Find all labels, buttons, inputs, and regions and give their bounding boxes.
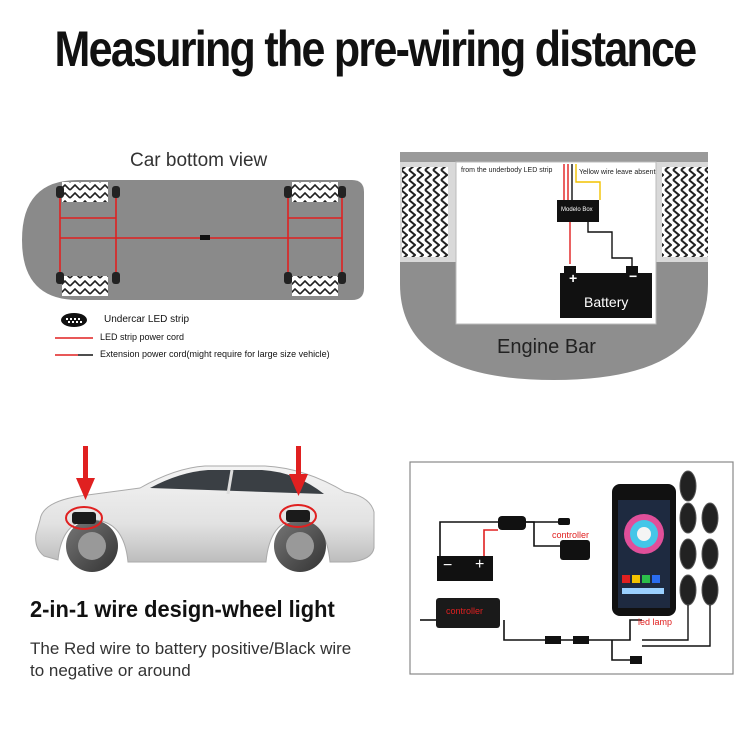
- kit-battery-minus: −: [443, 557, 453, 574]
- modelo-box: [557, 200, 599, 222]
- legend-label-power-cord: LED strip power cord: [100, 332, 185, 342]
- legend-label-led-strip: Undercar LED strip: [104, 314, 190, 325]
- engine-bar-diagram: [400, 152, 708, 380]
- top-controller-box: [498, 516, 526, 530]
- bottom-controller-box: [436, 598, 500, 628]
- wheel-well-front-left: [62, 182, 108, 202]
- engine-vent-left: [402, 167, 448, 257]
- led-lamp-label: led lamp: [638, 617, 673, 627]
- yellow-wire-label: Yellow wire leave absent: [579, 169, 656, 176]
- battery-label: Battery: [584, 294, 629, 310]
- page-title: Measuring the pre-wiring distance: [54, 21, 698, 77]
- engine-bar-label: Engine Bar: [497, 336, 596, 358]
- engine-vent-right: [662, 167, 708, 257]
- led-modules: [56, 186, 346, 284]
- controller-label-bottom: controller: [446, 606, 484, 616]
- battery-minus-sign: −: [629, 268, 638, 284]
- rear-wheel-light-highlight: [279, 504, 317, 528]
- from-underbody-label: from the underbody LED strip: [461, 167, 553, 174]
- legend: [55, 313, 93, 356]
- wheel-light-title: 2-in-1 wire design-wheel light: [30, 596, 335, 622]
- extension-connector: [200, 235, 210, 240]
- controller-label-top: controller: [552, 530, 590, 540]
- car-bottom-view-title: Car bottom view: [130, 150, 268, 171]
- wheel-well-rear-right: [292, 276, 338, 296]
- wheel-well-rear-left: [62, 276, 108, 296]
- battery-icon: [560, 273, 652, 318]
- front-wheel-light-highlight: [65, 506, 103, 530]
- kit-wiring-diagram: [409, 461, 734, 675]
- legend-label-extension-cord: Extension power cord(might require for l…: [100, 349, 330, 359]
- wheel-light-arrows: [76, 446, 308, 500]
- side-car-illustration: [35, 446, 375, 572]
- modelo-box-label: Modelo Box: [561, 207, 593, 213]
- car-bottom-diagram: [22, 180, 364, 300]
- wheel-light-description: The Red wire to battery positive/Black w…: [30, 639, 352, 680]
- controller-module: [560, 540, 590, 560]
- battery-plus-sign: +: [569, 270, 578, 286]
- kit-battery-icon: [437, 556, 493, 581]
- wheel-well-front-right: [292, 182, 338, 202]
- kit-battery-plus: +: [475, 556, 485, 573]
